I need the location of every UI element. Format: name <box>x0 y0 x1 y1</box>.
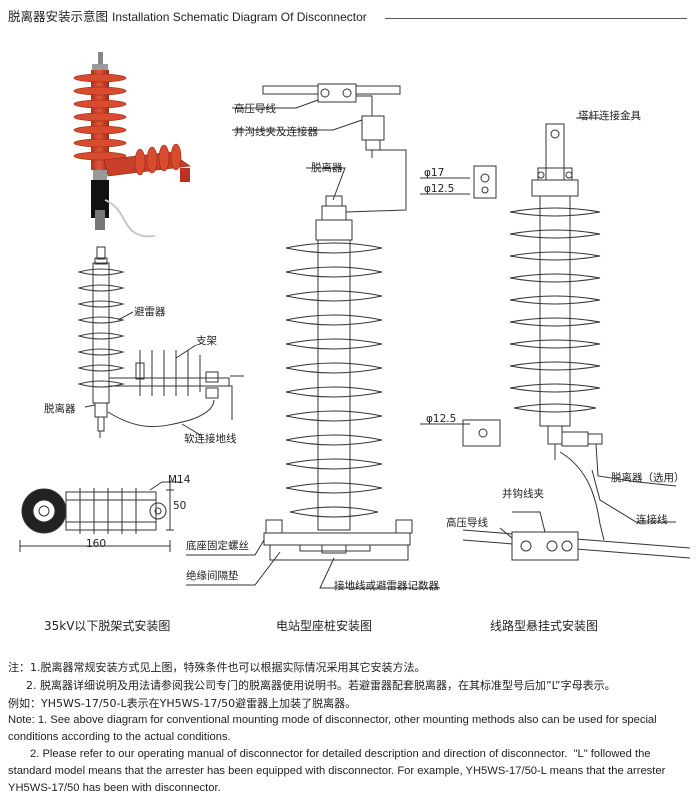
label-parallel-clamp: 并钩线夹 <box>502 488 544 500</box>
header-title-en: Installation Schematic Diagram Of Discon… <box>112 10 367 24</box>
note-cn-2: 2. 脱离器详细说明及用法请参阅我公司专门的脱离器使用说明书。若避雷器配套脱离器… <box>26 679 616 692</box>
note-cn-1: 注：1.脱离器常规安装方式见上图，特殊条件也可以根据实际情况采用其它安装方法。 <box>8 661 426 674</box>
label-disconnector-left: 脱离器 <box>44 403 76 415</box>
caption-center: 电站型座桩安装图 <box>276 619 373 633</box>
label-disconnector-center: 脱离器 <box>311 162 343 174</box>
label-phi17: φ17 <box>424 167 445 179</box>
label-dim-160: 160 <box>86 538 107 550</box>
label-arrester-left: 避雷器 <box>134 306 166 318</box>
note-cn-3: 例如：YH5WS-17/50-L表示在YH5WS-17/50避雷器上加装了脱离器… <box>8 697 357 710</box>
center-drawing <box>186 83 440 589</box>
label-dim-50: 50 <box>173 500 187 512</box>
label-tower-fitting: 塔杆连接金具 <box>578 110 641 122</box>
caption-left: 35kV以下脱架式安装图 <box>44 619 171 633</box>
label-parallel-clamp-connector: 并沟线夹及连接器 <box>234 126 318 138</box>
label-phi12-5-top: φ12.5 <box>424 183 455 195</box>
label-disconnector-optional: 脱离器（选用） <box>611 472 685 484</box>
page-header: 脱离器安装示意图 Installation Schematic Diagram … <box>8 6 367 25</box>
note-en-2: 2. Please refer to our operating manual … <box>8 748 666 794</box>
header-title-cn: 脱离器安装示意图 <box>8 9 109 24</box>
label-hv-wire-right: 高压导线 <box>446 517 488 529</box>
right-drawing <box>420 117 691 561</box>
label-insulating-pad: 绝缘间隔垫 <box>186 570 239 582</box>
m14-detail <box>19 480 180 552</box>
label-connection-line: 连接线 <box>636 514 668 526</box>
label-phi12-5-mid: φ12.5 <box>426 413 457 425</box>
label-soft-ground-wire: 软连接地线 <box>184 433 237 445</box>
label-m14: M14 <box>168 474 191 486</box>
label-base-bolt: 底座固定螺丝 <box>186 540 249 552</box>
note-en-1: Note: 1. See above diagram for conventio… <box>8 714 657 743</box>
installation-diagram <box>19 52 691 589</box>
header-rule <box>385 18 687 19</box>
arrester-photo <box>73 52 191 238</box>
label-hv-wire-center: 高压导线 <box>234 103 276 115</box>
caption-right: 线路型悬挂式安装图 <box>490 619 599 633</box>
label-bracket: 支架 <box>196 335 217 347</box>
left-drawing <box>77 246 244 438</box>
label-ground-or-counter: 接地线或避雷器记数器 <box>334 580 439 592</box>
